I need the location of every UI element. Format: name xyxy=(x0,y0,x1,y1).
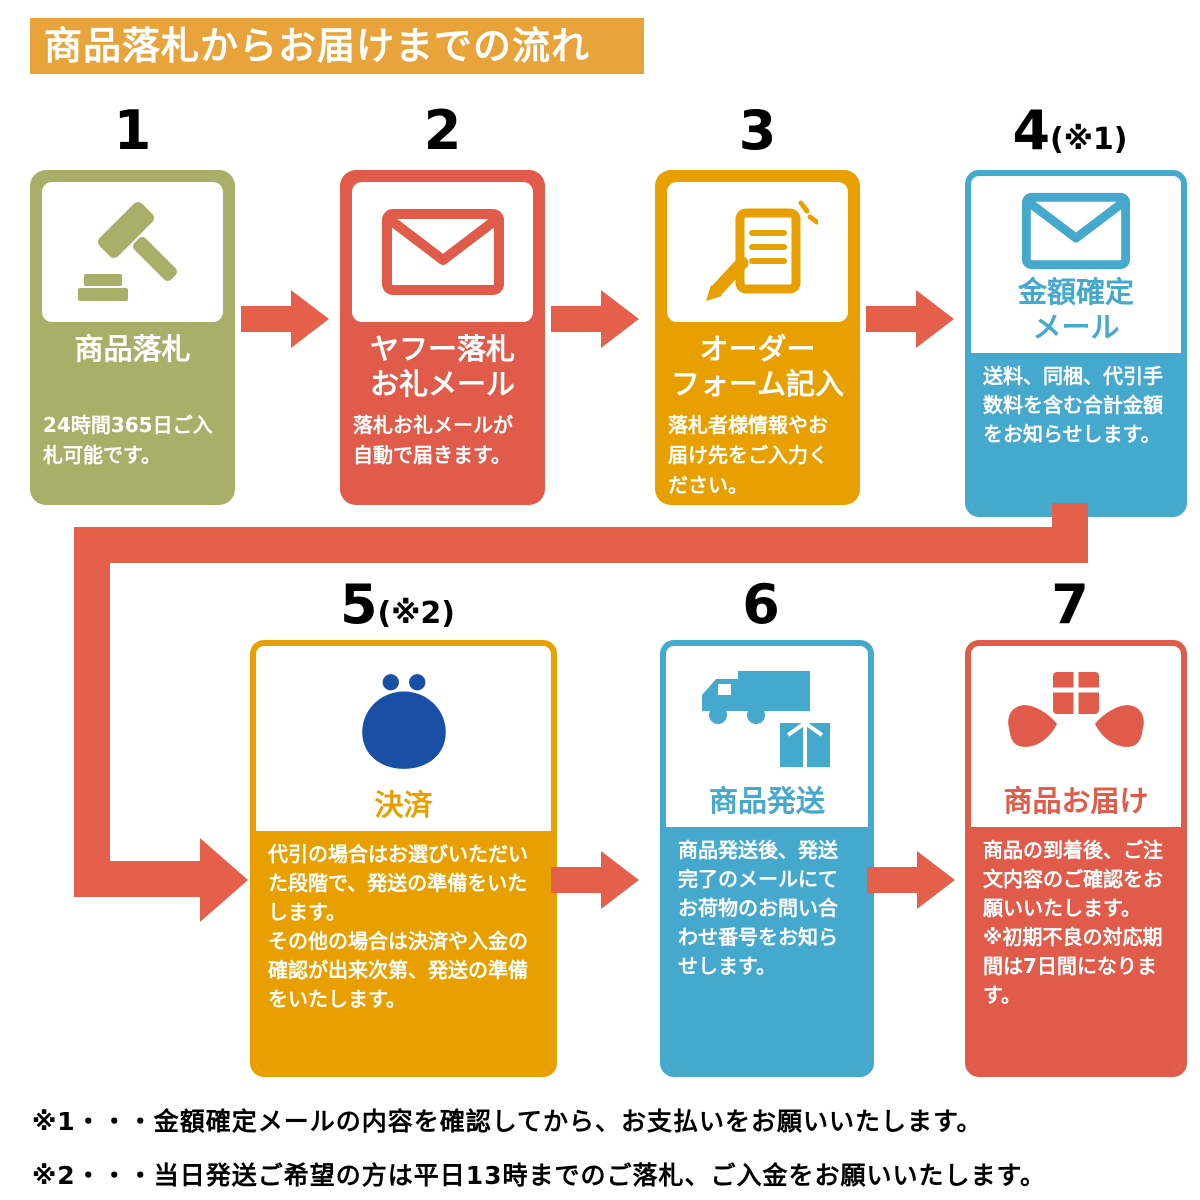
order-form-icon xyxy=(667,182,848,322)
step-title: 決済 xyxy=(374,788,433,823)
step-number-4: 4(※1) xyxy=(965,100,1175,162)
arrow-right-icon xyxy=(241,290,329,348)
step-title: ヤフー落札 お礼メール xyxy=(369,332,515,401)
step-number-text: 5 xyxy=(339,573,378,636)
step-title: 金額確定 メール xyxy=(1017,275,1134,345)
connector-to-step5 xyxy=(74,861,202,897)
step-number-text: 4 xyxy=(1012,99,1051,162)
step-description: 24時間365日ご入札可能です。 xyxy=(43,413,213,467)
step-description: 落札者様情報やお届け先をご入力ください。 xyxy=(668,413,828,497)
arrow-right-icon xyxy=(551,851,639,909)
step-card-payment: 決済 代引の場合はお選びいただいた段階で、発送の準備をいたします。 その他の場合… xyxy=(250,640,557,1077)
arrow-right-icon xyxy=(867,851,955,909)
step-card-shipping: 商品発送 商品発送後、発送完了のメールにてお荷物のお問い合わせ番号をお知らせしま… xyxy=(660,640,874,1077)
connector-arrowhead-icon xyxy=(200,838,248,922)
step-title: 商品お届け xyxy=(1003,784,1149,819)
step-title: オーダー フォーム記入 xyxy=(670,332,845,401)
arrow-right-icon xyxy=(551,290,639,348)
step-card-order-form: オーダー フォーム記入 落札者様情報やお届け先をご入力ください。 xyxy=(655,170,860,505)
card-top: 商品発送 xyxy=(666,646,868,827)
step-description: 代引の場合はお選びいただいた段階で、発送の準備をいたします。 その他の場合は決済… xyxy=(256,831,551,1071)
step-title: 商品発送 xyxy=(708,784,825,819)
mail-icon xyxy=(1021,176,1131,275)
step-number-text: 3 xyxy=(738,99,777,162)
mail-icon xyxy=(352,182,533,322)
step-title: 商品落札 xyxy=(74,332,191,366)
step-description: 落札お礼メールが自動で届きます。 xyxy=(353,413,513,467)
step-number-text: 7 xyxy=(1051,573,1089,636)
step-card-price-mail: 金額確定 メール 送料、同梱、代引手数料を含む合計金額をお知らせします。 xyxy=(965,170,1187,517)
page-title: 商品落札からお届けまでの流れ xyxy=(30,18,644,74)
step-number-2: 2 xyxy=(340,100,545,162)
footnote-1: ※1・・・金額確定メールの内容を確認してから、お支払いをお願いいたします。 xyxy=(32,1107,983,1136)
step-description: 送料、同梱、代引手数料を含む合計金額をお知らせします。 xyxy=(971,353,1181,511)
connector-vertical-left xyxy=(74,527,110,897)
gavel-icon xyxy=(42,182,223,322)
step-description: 商品の到着後、ご注文内容のご確認をお願いいたします。 ※初期不良の対応期間は7日… xyxy=(971,827,1181,1071)
step-description: 商品発送後、発送完了のメールにてお荷物のお問い合わせ番号をお知らせします。 xyxy=(666,827,868,1071)
step-card-thankyou-mail: ヤフー落札 お礼メール 落札お礼メールが自動で届きます。 xyxy=(340,170,545,505)
step-number-suffix: (※2) xyxy=(377,596,456,631)
card-top: 商品お届け xyxy=(971,646,1181,827)
step-number-text: 1 xyxy=(113,99,152,162)
footnote-2: ※2・・・当日発送ご希望の方は平日13時までのご落札、ご入金をお願いいたします。 xyxy=(32,1161,1046,1190)
step-number-suffix: (※1) xyxy=(1050,122,1128,157)
step-number-1: 1 xyxy=(30,100,235,162)
card-top: 決済 xyxy=(256,646,551,831)
step-number-3: 3 xyxy=(655,100,860,162)
hands-package-icon xyxy=(1001,646,1151,784)
arrow-right-icon xyxy=(866,290,954,348)
step-number-text: 6 xyxy=(742,573,780,636)
step-number-5: 5(※2) xyxy=(250,574,545,636)
step-card-delivery: 商品お届け 商品の到着後、ご注文内容のご確認をお願いいたします。 ※初期不良の対… xyxy=(965,640,1187,1077)
coin-purse-icon xyxy=(348,646,460,788)
step-number-7: 7 xyxy=(965,574,1175,636)
truck-box-icon xyxy=(692,646,842,784)
step-number-6: 6 xyxy=(660,574,862,636)
card-top: 金額確定 メール xyxy=(971,176,1181,353)
step-card-auction-win: 商品落札 24時間365日ご入札可能です。 xyxy=(30,170,235,505)
step-number-text: 2 xyxy=(423,99,462,162)
connector-horizontal-top xyxy=(74,527,1088,563)
